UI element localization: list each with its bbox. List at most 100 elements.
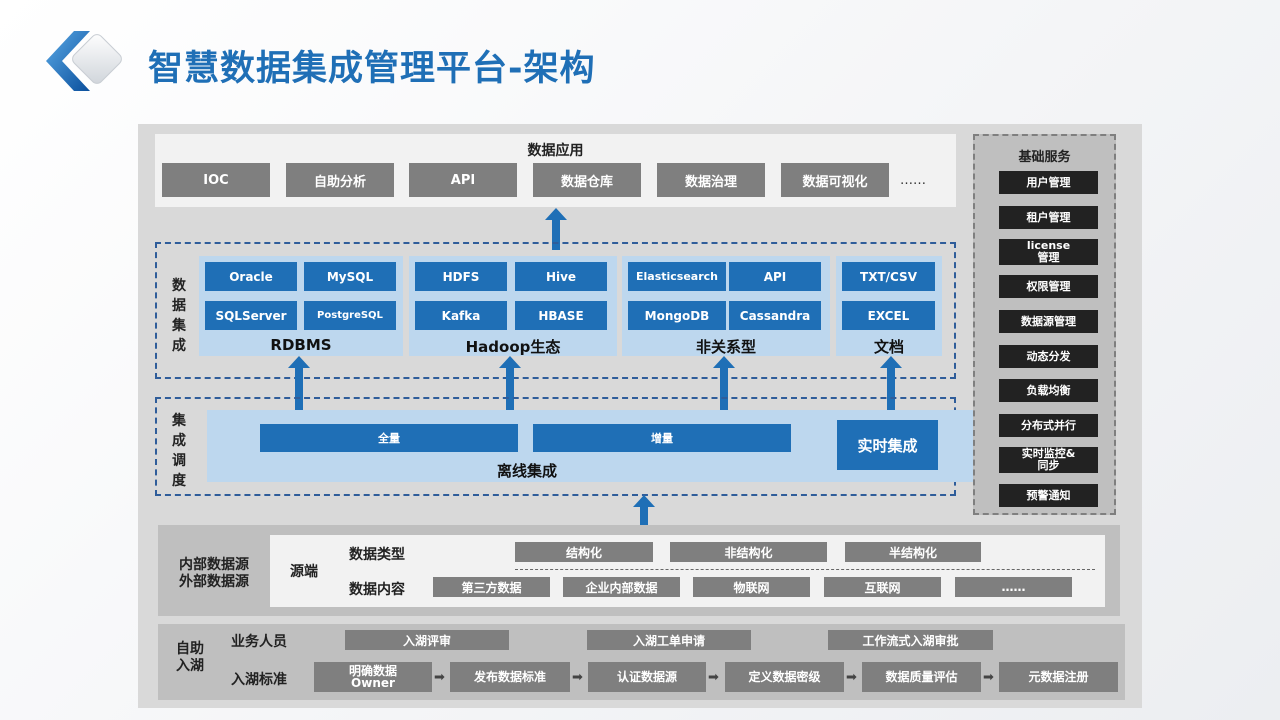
page-title: 智慧数据集成管理平台-架构: [148, 49, 596, 89]
arrow-shaft: [640, 506, 648, 526]
chip-hive[interactable]: Hive: [515, 262, 607, 291]
arrow-up-icon: [880, 356, 902, 368]
app-more-ellipsis: ……: [900, 173, 926, 188]
chip-elasticsearch[interactable]: Elasticsearch: [628, 262, 726, 291]
source-end-label: 源端: [290, 564, 318, 580]
content-internet[interactable]: 互联网: [824, 577, 941, 597]
platform-logo-icon: [46, 31, 122, 91]
chip-txt-csv[interactable]: TXT/CSV: [842, 262, 935, 291]
step-quality-assessment[interactable]: 数据质量评估: [862, 662, 981, 692]
service-license-management[interactable]: license 管理: [999, 239, 1098, 265]
app-item-data-warehouse[interactable]: 数据仓库: [533, 163, 641, 197]
divider: [515, 569, 1095, 570]
data-type-label: 数据类型: [349, 547, 405, 563]
data-sources-layer: 内部数据源 外部数据源 源端 数据类型 结构化 非结构化 半结构化 数据内容 第…: [158, 525, 1120, 616]
arrow-up-icon: [288, 356, 310, 368]
service-distributed-parallel[interactable]: 分布式并行: [999, 414, 1098, 437]
step-certify-source[interactable]: 认证数据源: [588, 662, 706, 692]
service-dynamic-distribution[interactable]: 动态分发: [999, 345, 1098, 368]
arrow-shaft: [720, 367, 728, 410]
service-user-management[interactable]: 用户管理: [999, 171, 1098, 194]
app-item-api[interactable]: API: [409, 163, 517, 197]
business-staff-label: 业务人员: [231, 634, 287, 650]
integration-schedule-layer: 集 成 调 度 全量 增量 离线集成 实时集成: [155, 397, 974, 496]
chip-realtime-integration[interactable]: 实时集成: [837, 420, 938, 470]
service-load-balancing[interactable]: 负载均衡: [999, 379, 1098, 402]
data-application-layer: 数据应用 IOC 自助分析 API 数据仓库 数据治理 数据可视化 ……: [155, 134, 956, 207]
realtime-integration-group: 实时集成: [831, 410, 944, 482]
arrow-up-icon: [499, 356, 521, 368]
external-sources-label: 外部数据源: [179, 574, 249, 590]
app-item-data-visualization[interactable]: 数据可视化: [781, 163, 889, 197]
group-documents: TXT/CSV EXCEL 文档: [836, 256, 942, 356]
ingestion-standard-label: 入湖标准: [231, 672, 287, 688]
label-char: 集: [172, 318, 186, 334]
label-char: 度: [172, 473, 186, 489]
arrow-shaft: [552, 219, 560, 250]
content-third-party[interactable]: 第三方数据: [433, 577, 550, 597]
arrow-up-icon: [545, 208, 567, 220]
label-char: 集: [172, 413, 186, 429]
step-define-classification[interactable]: 定义数据密级: [725, 662, 844, 692]
type-unstructured[interactable]: 非结构化: [670, 542, 827, 562]
integration-side-label: 数 据 集 成: [169, 276, 189, 356]
content-enterprise-internal[interactable]: 企业内部数据: [563, 577, 680, 597]
step-define-owner[interactable]: 明确数据 Owner: [314, 662, 432, 692]
content-iot[interactable]: 物联网: [693, 577, 810, 597]
self-service-side-label: 自助 入湖: [176, 641, 204, 675]
chip-full-load[interactable]: 全量: [260, 424, 518, 452]
self-service-label-line: 入湖: [176, 658, 204, 674]
chip-hbase[interactable]: HBASE: [515, 301, 607, 330]
staff-lake-ticket-apply[interactable]: 入湖工单申请: [587, 630, 751, 650]
arrow-up-icon: [633, 495, 655, 507]
chip-mysql[interactable]: MySQL: [304, 262, 396, 291]
chip-mongodb[interactable]: MongoDB: [628, 301, 726, 330]
internal-sources-label: 内部数据源: [179, 557, 249, 573]
step-arrow-icon: ➡: [572, 670, 583, 685]
chip-oracle[interactable]: Oracle: [205, 262, 297, 291]
group-label-rdbms: RDBMS: [270, 336, 332, 354]
app-item-self-analysis[interactable]: 自助分析: [286, 163, 394, 197]
label-char: 调: [172, 453, 186, 469]
type-structured[interactable]: 结构化: [515, 542, 653, 562]
content-more[interactable]: ……: [955, 577, 1072, 597]
arrow-up-icon: [713, 356, 735, 368]
step-metadata-registration[interactable]: 元数据注册: [999, 662, 1118, 692]
group-label-hadoop: Hadoop生态: [465, 338, 561, 356]
step-publish-standard[interactable]: 发布数据标准: [450, 662, 570, 692]
offline-integration-label: 离线集成: [496, 462, 557, 480]
app-item-ioc[interactable]: IOC: [162, 163, 270, 197]
arrow-shaft: [295, 367, 303, 410]
label-char: 数: [172, 278, 186, 294]
chip-excel[interactable]: EXCEL: [842, 301, 935, 330]
app-item-data-governance[interactable]: 数据治理: [657, 163, 765, 197]
service-alert-notification[interactable]: 预警通知: [999, 484, 1098, 507]
staff-workflow-approval[interactable]: 工作流式入湖审批: [828, 630, 993, 650]
label-char: 成: [172, 338, 186, 354]
chip-postgresql[interactable]: PostgreSQL: [304, 301, 396, 330]
service-datasource-management[interactable]: 数据源管理: [999, 310, 1098, 333]
chip-api[interactable]: API: [729, 262, 821, 291]
label-char: 成: [172, 433, 186, 449]
service-permission-management[interactable]: 权限管理: [999, 275, 1098, 298]
service-tenant-management[interactable]: 租户管理: [999, 206, 1098, 229]
step-arrow-icon: ➡: [983, 670, 994, 685]
staff-lake-review[interactable]: 入湖评审: [345, 630, 509, 650]
schedule-side-label: 集 成 调 度: [169, 411, 189, 491]
step-arrow-icon: ➡: [846, 670, 857, 685]
type-semistructured[interactable]: 半结构化: [845, 542, 981, 562]
chip-hdfs[interactable]: HDFS: [415, 262, 507, 291]
chip-incremental-load[interactable]: 增量: [533, 424, 791, 452]
base-services-title: 基础服务: [1018, 150, 1071, 165]
sources-side-label: 内部数据源 外部数据源: [158, 557, 270, 591]
chip-kafka[interactable]: Kafka: [415, 301, 507, 330]
base-services-panel: 基础服务 用户管理 租户管理 license 管理 权限管理 数据源管理 动态分…: [973, 134, 1116, 515]
group-hadoop: HDFS Hive Kafka HBASE Hadoop生态: [409, 256, 617, 356]
step-arrow-icon: ➡: [434, 670, 445, 685]
service-realtime-monitoring[interactable]: 实时监控& 同步: [999, 447, 1098, 473]
group-rdbms: Oracle MySQL SQLServer PostgreSQL RDBMS: [199, 256, 403, 356]
chip-sqlserver[interactable]: SQLServer: [205, 301, 297, 330]
self-service-label-line: 自助: [176, 641, 204, 657]
chip-cassandra[interactable]: Cassandra: [729, 301, 821, 330]
label-char: 据: [172, 298, 186, 314]
